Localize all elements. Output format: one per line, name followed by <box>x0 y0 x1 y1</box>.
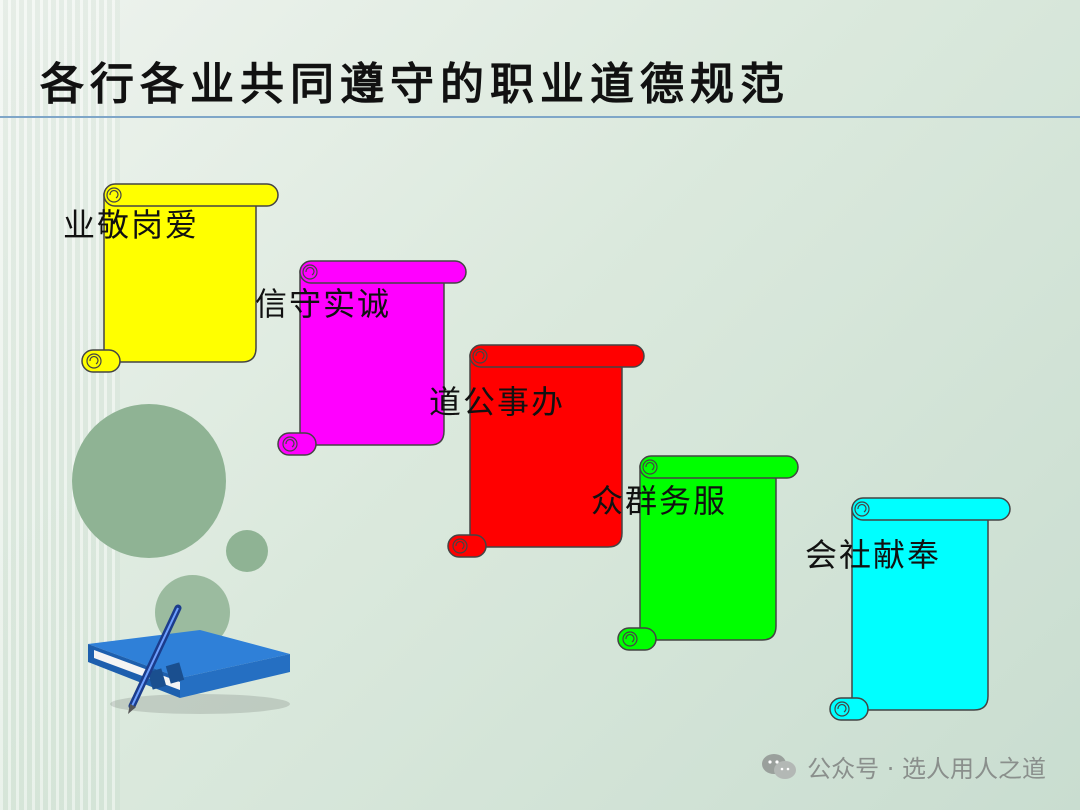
slide-title: 各行各业共同遵守的职业道德规范 <box>40 59 790 110</box>
notebook-pen-icon <box>80 600 300 724</box>
scroll-label: 奉献社会 <box>800 538 940 570</box>
title-divider <box>0 116 1080 118</box>
decorative-circle-small <box>226 530 268 572</box>
wechat-icon <box>761 753 797 781</box>
scroll-label: 服务群众 <box>586 484 726 516</box>
decorative-stripes <box>0 0 120 810</box>
scroll-label: 爱岗敬业 <box>58 208 198 240</box>
scroll-label: 办事公道 <box>424 385 564 417</box>
watermark-text: 公众号 · 选人用人之道 <box>807 755 1046 783</box>
decorative-circle-large <box>72 404 226 558</box>
watermark: 公众号 · 选人用人之道 <box>761 749 1046 784</box>
scroll-label: 诚实守信 <box>250 287 390 319</box>
